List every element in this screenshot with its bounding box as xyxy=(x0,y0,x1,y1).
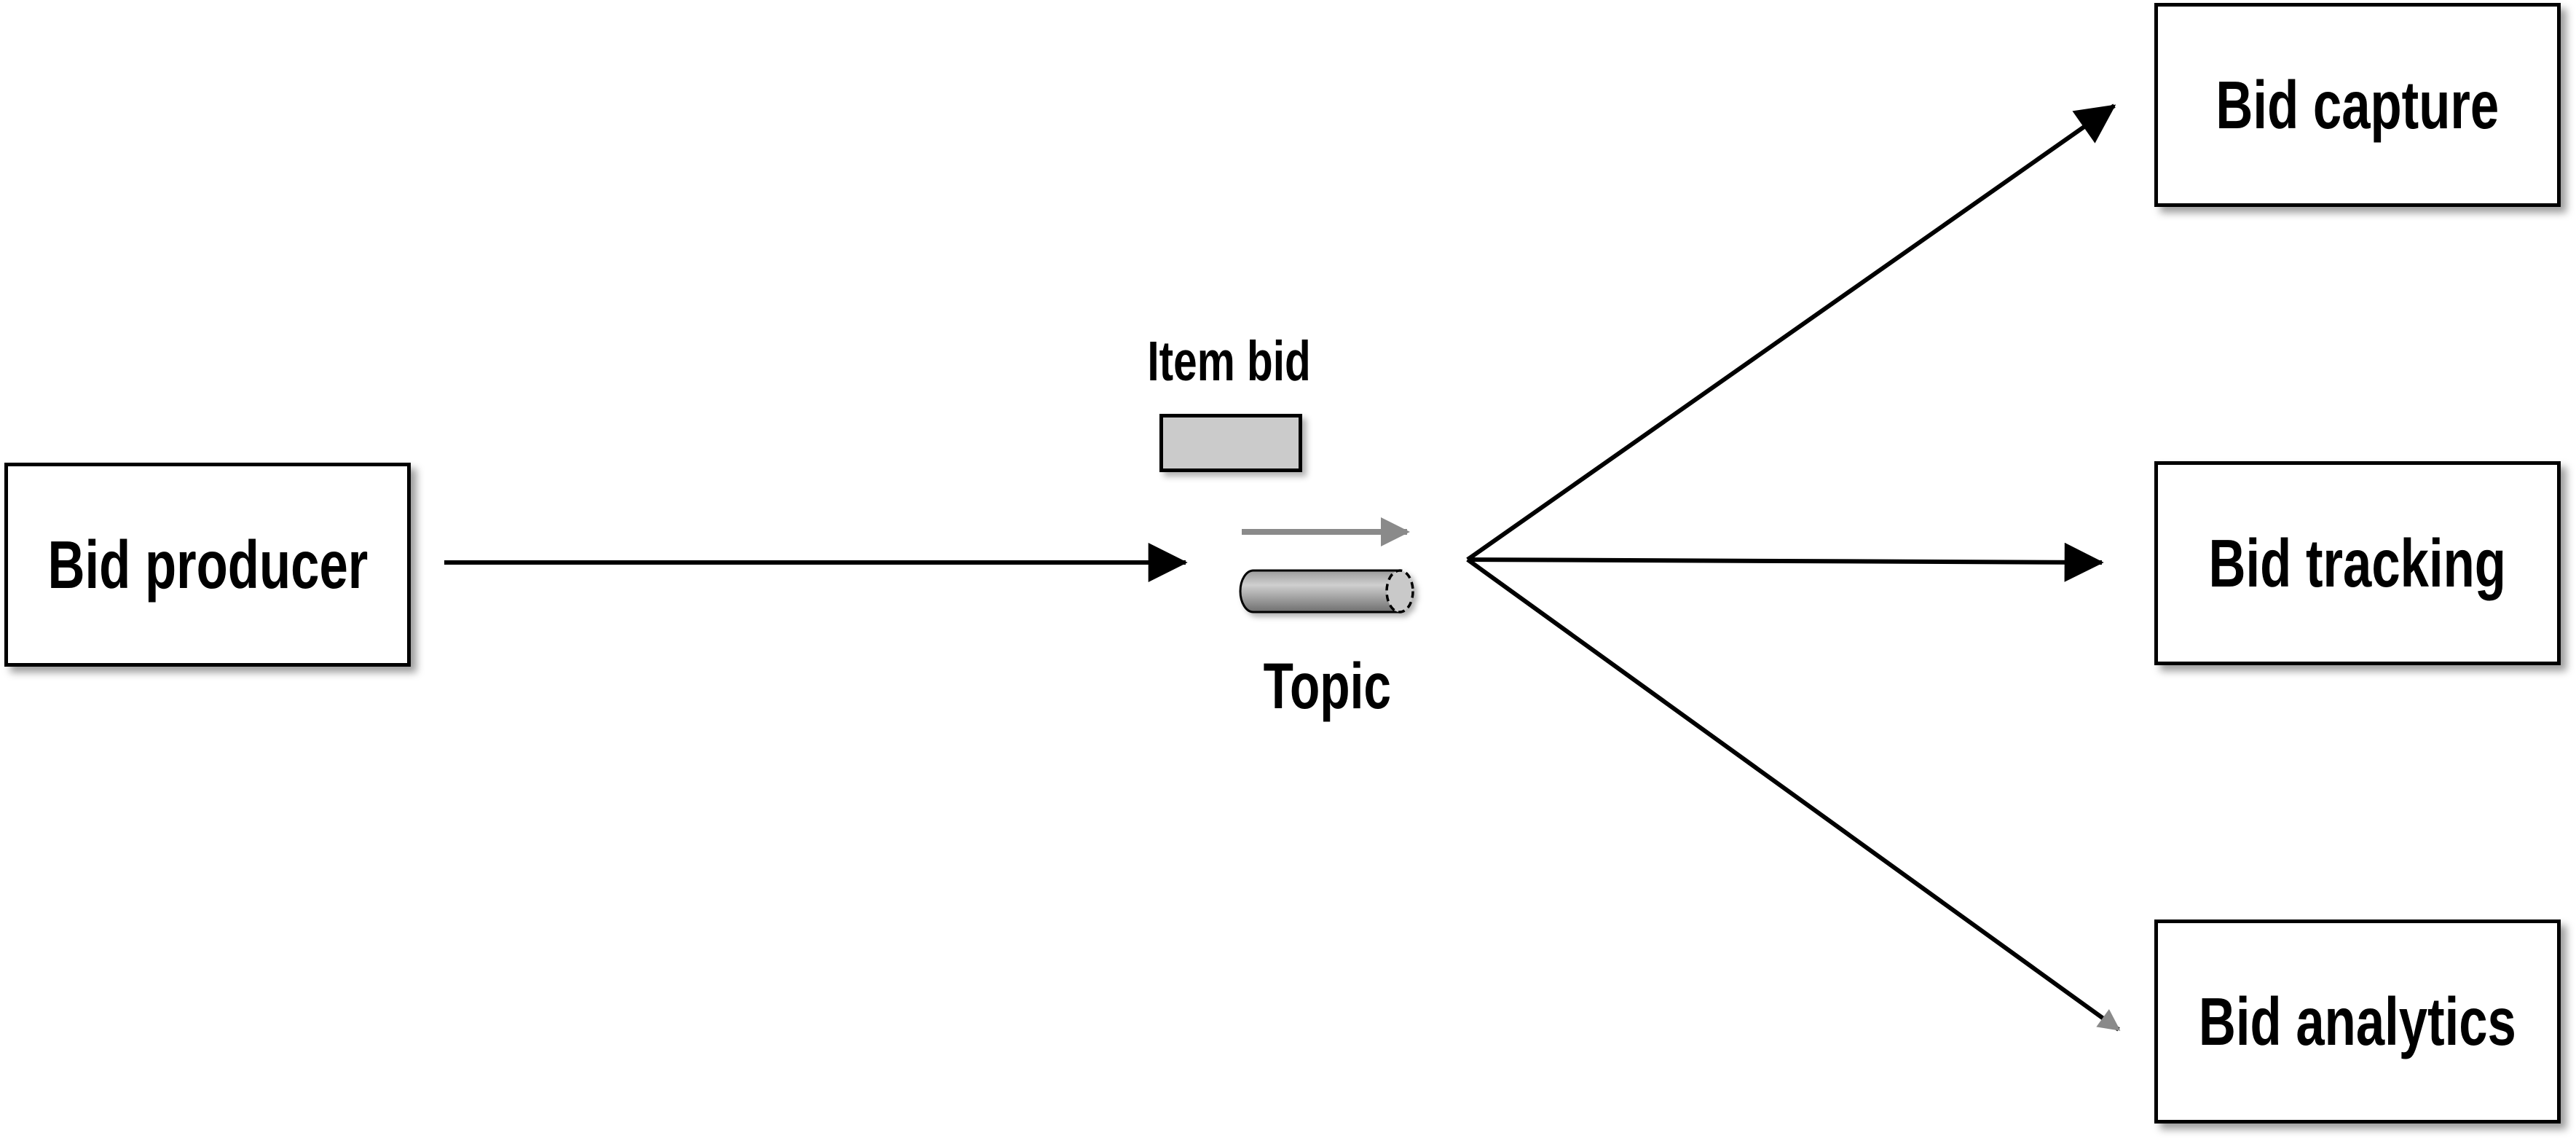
topic-label: Topic xyxy=(1210,648,1443,724)
consumer-box-bid-capture: Bid capture xyxy=(2154,3,2561,207)
topic-cylinder-icon xyxy=(1239,569,1414,613)
consumer-label: Bid tracking xyxy=(2208,525,2507,601)
cylinder-body xyxy=(1239,569,1401,613)
producer-box: Bid producer xyxy=(4,463,411,667)
message-label-text: Item bid xyxy=(1147,330,1312,393)
message-icon xyxy=(1159,414,1302,472)
cylinder-end-cap xyxy=(1385,569,1414,613)
message-label: Item bid xyxy=(1113,329,1346,394)
consumer-label: Bid capture xyxy=(2215,66,2500,143)
arrow-topic-to-bid-tracking xyxy=(1467,542,2104,582)
consumer-box-bid-analytics: Bid analytics xyxy=(2154,920,2561,1124)
arrow-topic-to-bid-capture xyxy=(1466,103,2116,562)
topic-label-text: Topic xyxy=(1263,649,1391,722)
producer-label: Bid producer xyxy=(47,526,368,603)
consumer-label: Bid analytics xyxy=(2198,983,2517,1059)
arrow-topic-to-bid-analytics xyxy=(1466,557,2121,1032)
consumer-box-bid-tracking: Bid tracking xyxy=(2154,461,2561,665)
